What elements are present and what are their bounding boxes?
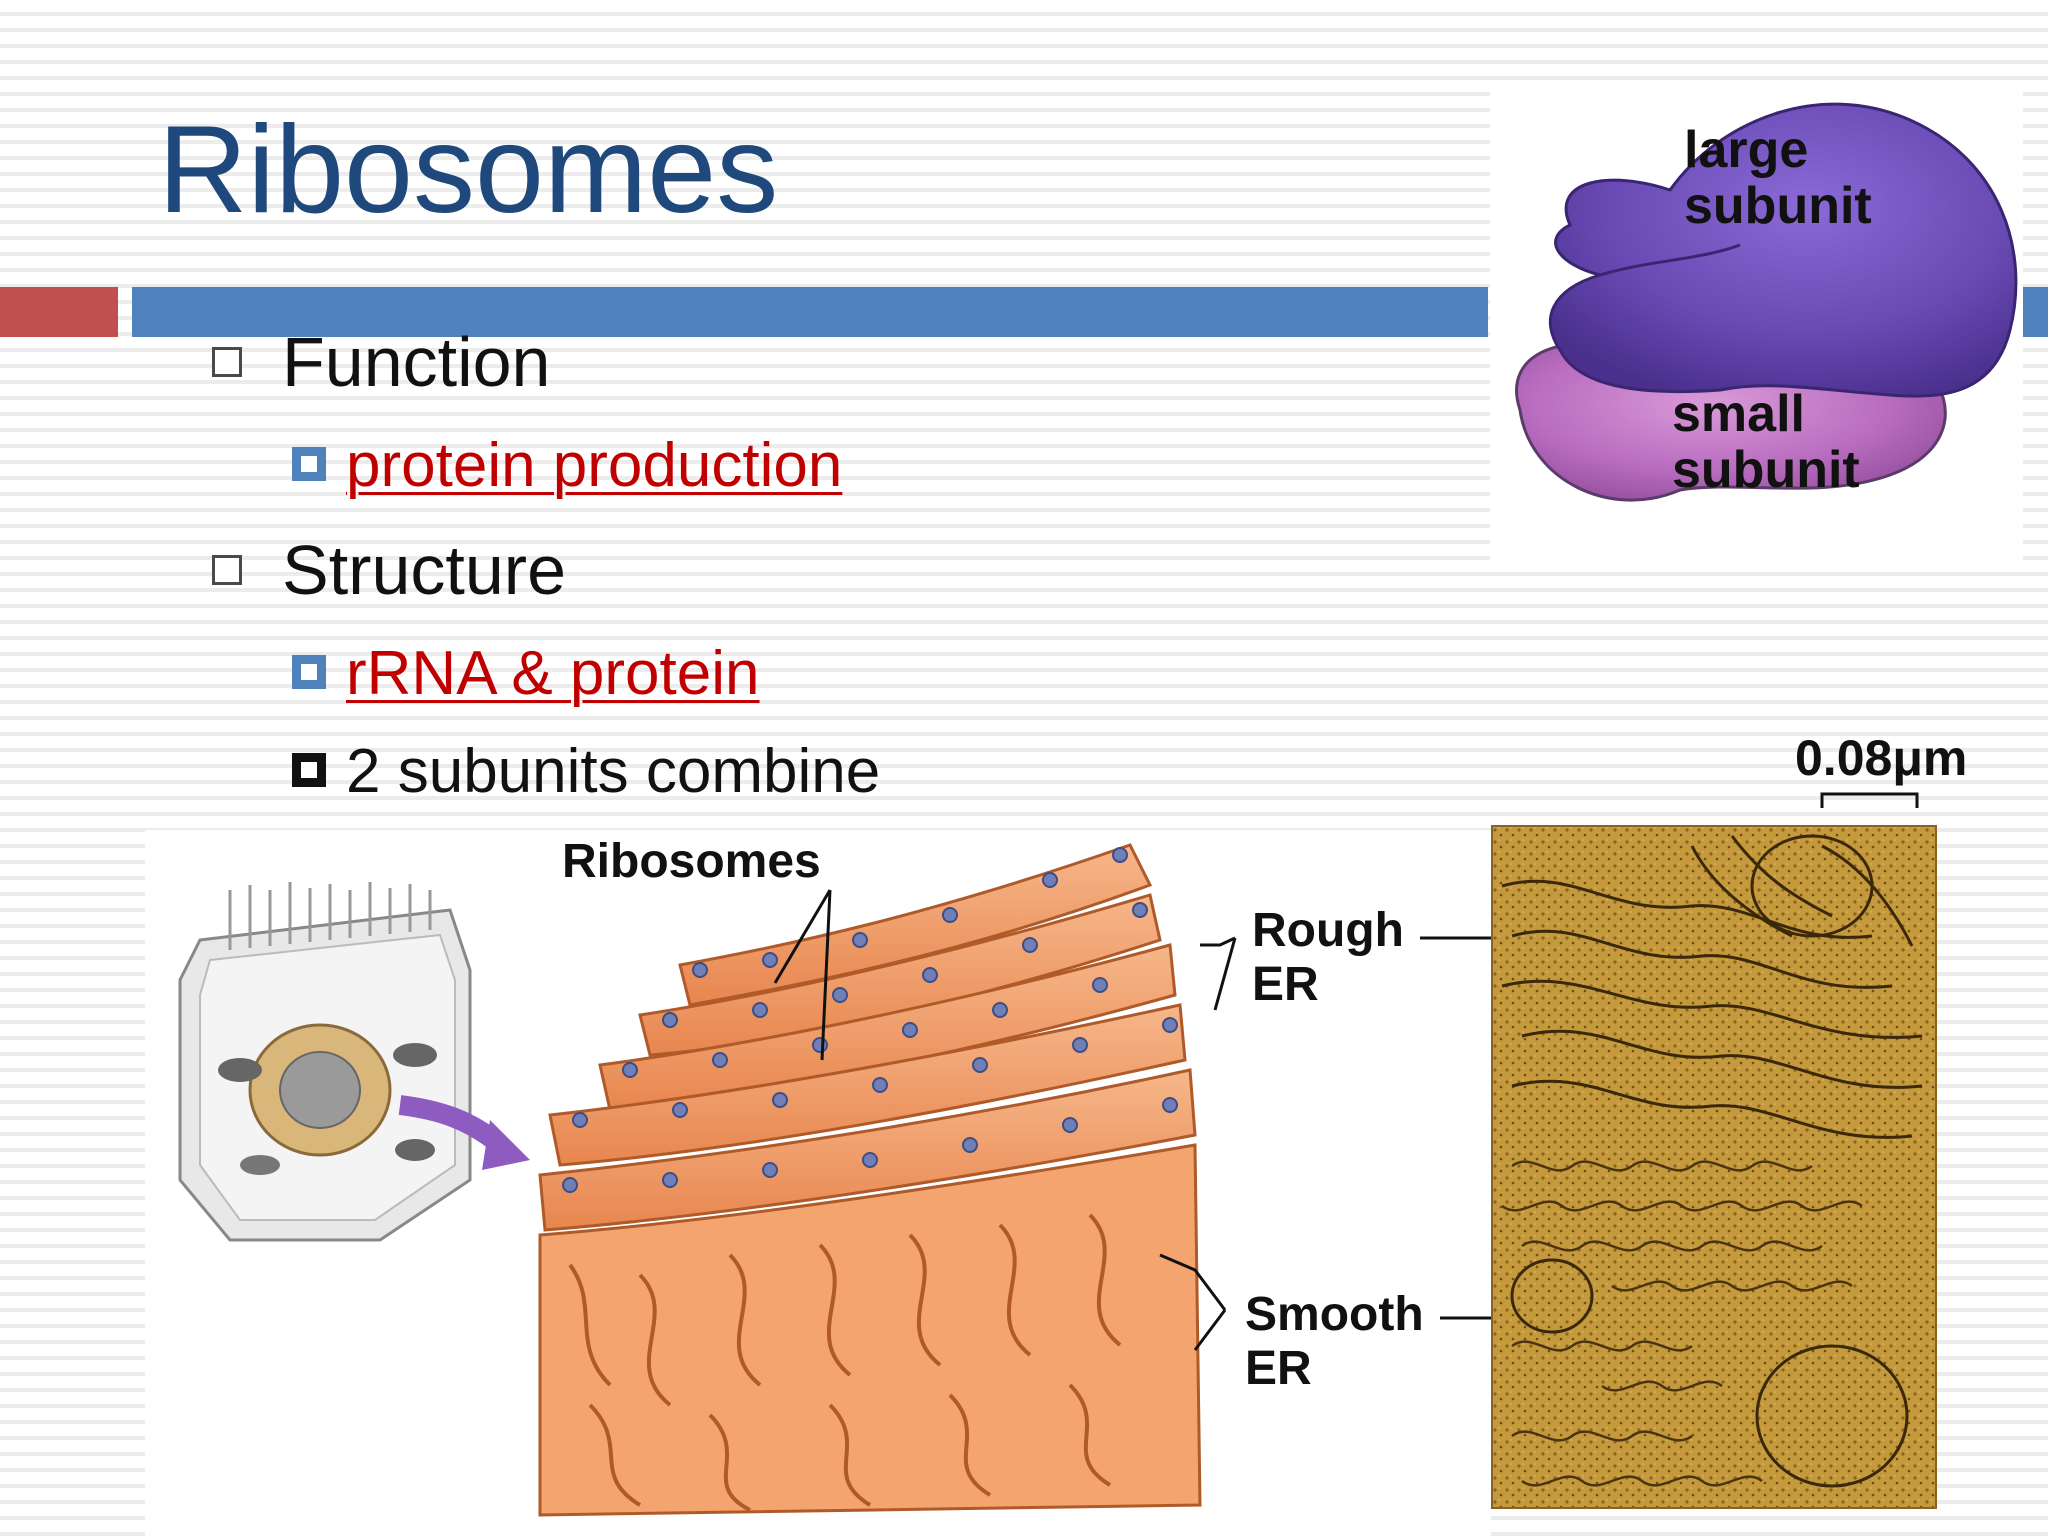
large-subunit-label: large subunit: [1684, 121, 1872, 235]
large-subunit-shape: [1549, 102, 2018, 398]
hollow-square-bullet-icon: [212, 554, 242, 585]
smooth-er-tubules: [538, 1143, 1202, 1517]
ribosomes-label: Ribosomes: [562, 835, 821, 888]
protein-production-link[interactable]: protein production: [346, 431, 843, 500]
title-bar-red: [0, 287, 118, 337]
ribosome-dots: [562, 847, 1178, 1193]
sub-bullet-two-subunits: 2 subunits combine: [292, 736, 880, 807]
sub-bullet-protein-production[interactable]: protein production: [292, 430, 842, 501]
title-bar-blue-right: [2023, 287, 2048, 337]
smooth-er-label: Smooth ER: [1245, 1288, 1424, 1395]
black-square-bullet-icon: [292, 752, 326, 787]
rrna-protein-link[interactable]: rRNA & protein: [346, 639, 760, 708]
scale-bar-label: 0.08μm: [1795, 730, 1968, 786]
bullet-function: Function: [212, 322, 550, 402]
sub-bullet-label: 2 subunits combine: [346, 737, 881, 806]
slide-title: Ribosomes: [158, 101, 779, 239]
bullet-label: Function: [282, 323, 551, 401]
bullet-label: Structure: [282, 531, 566, 609]
sub-bullet-rrna-protein[interactable]: rRNA & protein: [292, 638, 760, 709]
bullet-structure: Structure: [212, 530, 566, 610]
cell-illustration: [178, 882, 530, 1242]
ribosome-illustration: [1515, 102, 2018, 502]
er-micrograph: [1491, 825, 1937, 1509]
rough-er-label: Rough ER: [1252, 904, 1404, 1011]
hollow-square-bullet-icon: [212, 346, 242, 377]
rough-er-sheets: [538, 843, 1197, 1232]
blue-square-bullet-icon: [292, 654, 326, 689]
title-bar-blue: [132, 287, 1488, 337]
blue-square-bullet-icon: [292, 446, 326, 481]
er-illustration: [538, 843, 1202, 1517]
er-leader-lines: [773, 889, 832, 1061]
small-subunit-label: small subunit: [1672, 385, 1860, 499]
